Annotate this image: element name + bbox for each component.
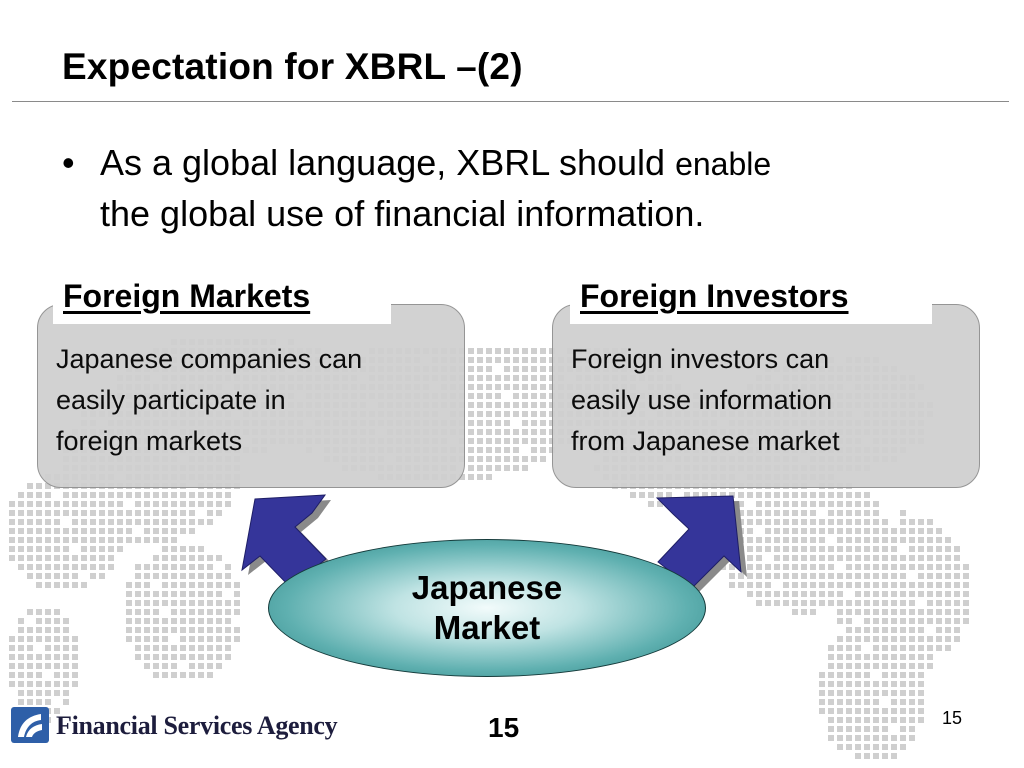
fsa-logo-icon (11, 707, 49, 743)
bullet-text-small: enable (675, 146, 772, 182)
foreign-markets-heading: Foreign Markets (63, 278, 311, 314)
slide-number-center: 15 (488, 712, 520, 743)
foreign-investors-heading: Foreign Investors (580, 278, 849, 314)
fsa-logo: Financial Services Agency (11, 703, 371, 749)
japanese-market-line-2: Market (433, 609, 541, 646)
slide-number-corner: 15 (942, 708, 963, 728)
fsa-logo-text: Financial Services Agency (56, 711, 338, 740)
title-divider (12, 101, 1009, 102)
foreign-investors-heading-tab: Foreign Investors (570, 274, 932, 324)
foreign-markets-text: Japanese companies can easily participat… (56, 339, 456, 462)
foreign-investors-line-2: easily use information (571, 385, 833, 415)
foreign-markets-line-1: Japanese companies can (56, 344, 363, 374)
bullet-text-line2: the global use of financial information. (100, 193, 705, 234)
bullet-text: As a global language, XBRL should enable… (100, 138, 980, 239)
bullet-symbol: • (62, 142, 75, 183)
japanese-market-oval: Japanese Market (268, 539, 706, 677)
foreign-investors-line-1: Foreign investors can (571, 344, 830, 374)
foreign-investors-line-3: from Japanese market (571, 426, 840, 456)
bullet-text-main: As a global language, XBRL should (100, 142, 676, 183)
foreign-investors-text: Foreign investors can easily use informa… (571, 339, 971, 462)
foreign-markets-line-2: easily participate in (56, 385, 286, 415)
foreign-markets-heading-tab: Foreign Markets (53, 274, 391, 324)
foreign-markets-line-3: foreign markets (56, 426, 243, 456)
slide-title: Expectation for XBRL –(2) (62, 46, 523, 87)
foreign-markets-panel: Japanese companies can easily participat… (37, 304, 465, 488)
japanese-market-line-1: Japanese (411, 569, 563, 606)
foreign-investors-panel: Foreign investors can easily use informa… (552, 304, 980, 488)
japanese-market-label: Japanese Market (269, 568, 705, 648)
